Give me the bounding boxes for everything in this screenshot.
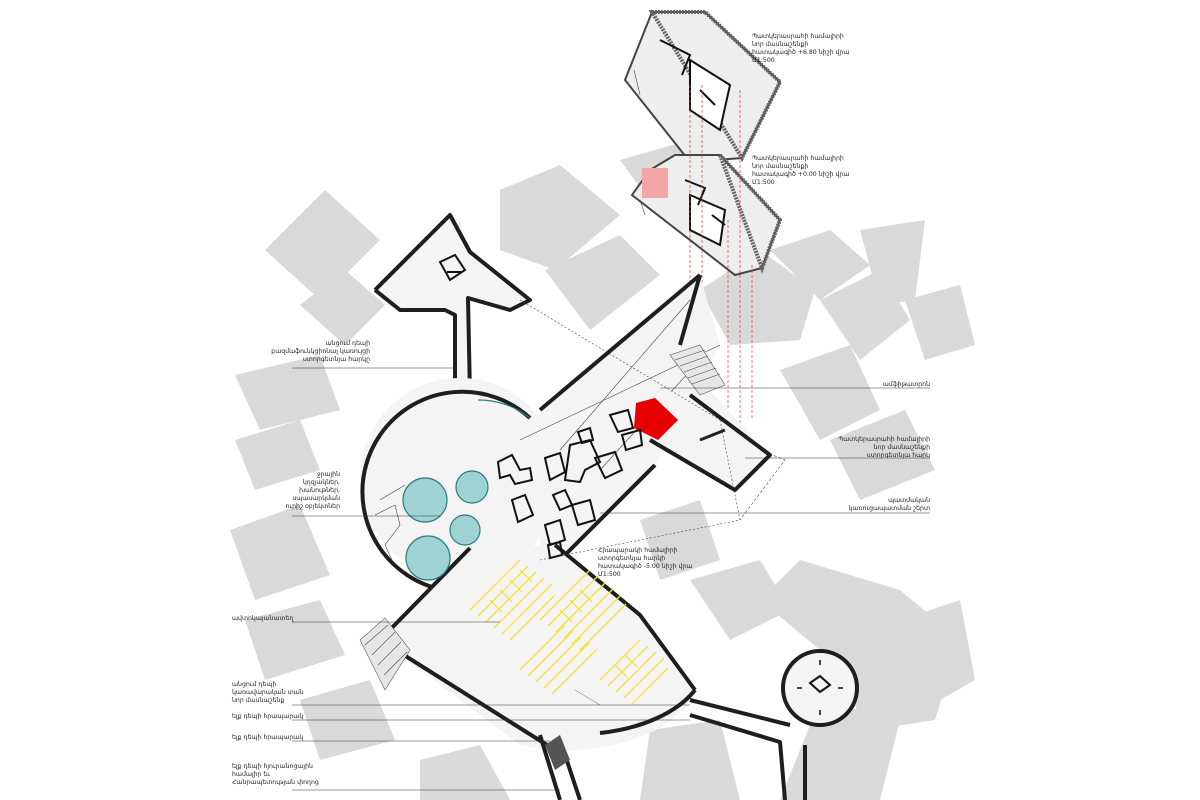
parking-stalls xyxy=(469,559,669,705)
water-islands xyxy=(374,470,489,581)
label-parking: ավտոկայանատեղ xyxy=(232,615,294,622)
elevator-icon xyxy=(797,660,843,715)
plan-upper-000 xyxy=(630,153,783,277)
svg-text:ամֆիթատրոն: ամֆիթատրոն xyxy=(883,381,930,388)
kiosk-blocks xyxy=(496,408,644,560)
new-building-red-marker xyxy=(634,398,678,440)
label-exit-square-2: ելք դեպի հրապարակ xyxy=(232,734,303,741)
label-amphitheatre: ամֆիթատրոն xyxy=(883,381,930,388)
stairs-icon xyxy=(669,344,726,396)
leader-lines xyxy=(292,367,930,791)
plan-upper-680 xyxy=(623,10,783,164)
underground-plan xyxy=(359,213,859,800)
label-exit-square-1: ելք դեպի հրապարակ xyxy=(232,713,303,720)
svg-text:ելք դեպի հրապարակ: ելք դեպի հրապարակ xyxy=(232,713,303,720)
svg-text:ավտոկայանատեղ: ավտոկայանատեղ xyxy=(232,615,294,622)
context-buildings xyxy=(230,140,975,800)
svg-text:ելք դեպի հրապարակ: ելք դեպի հրապարակ xyxy=(232,734,303,741)
